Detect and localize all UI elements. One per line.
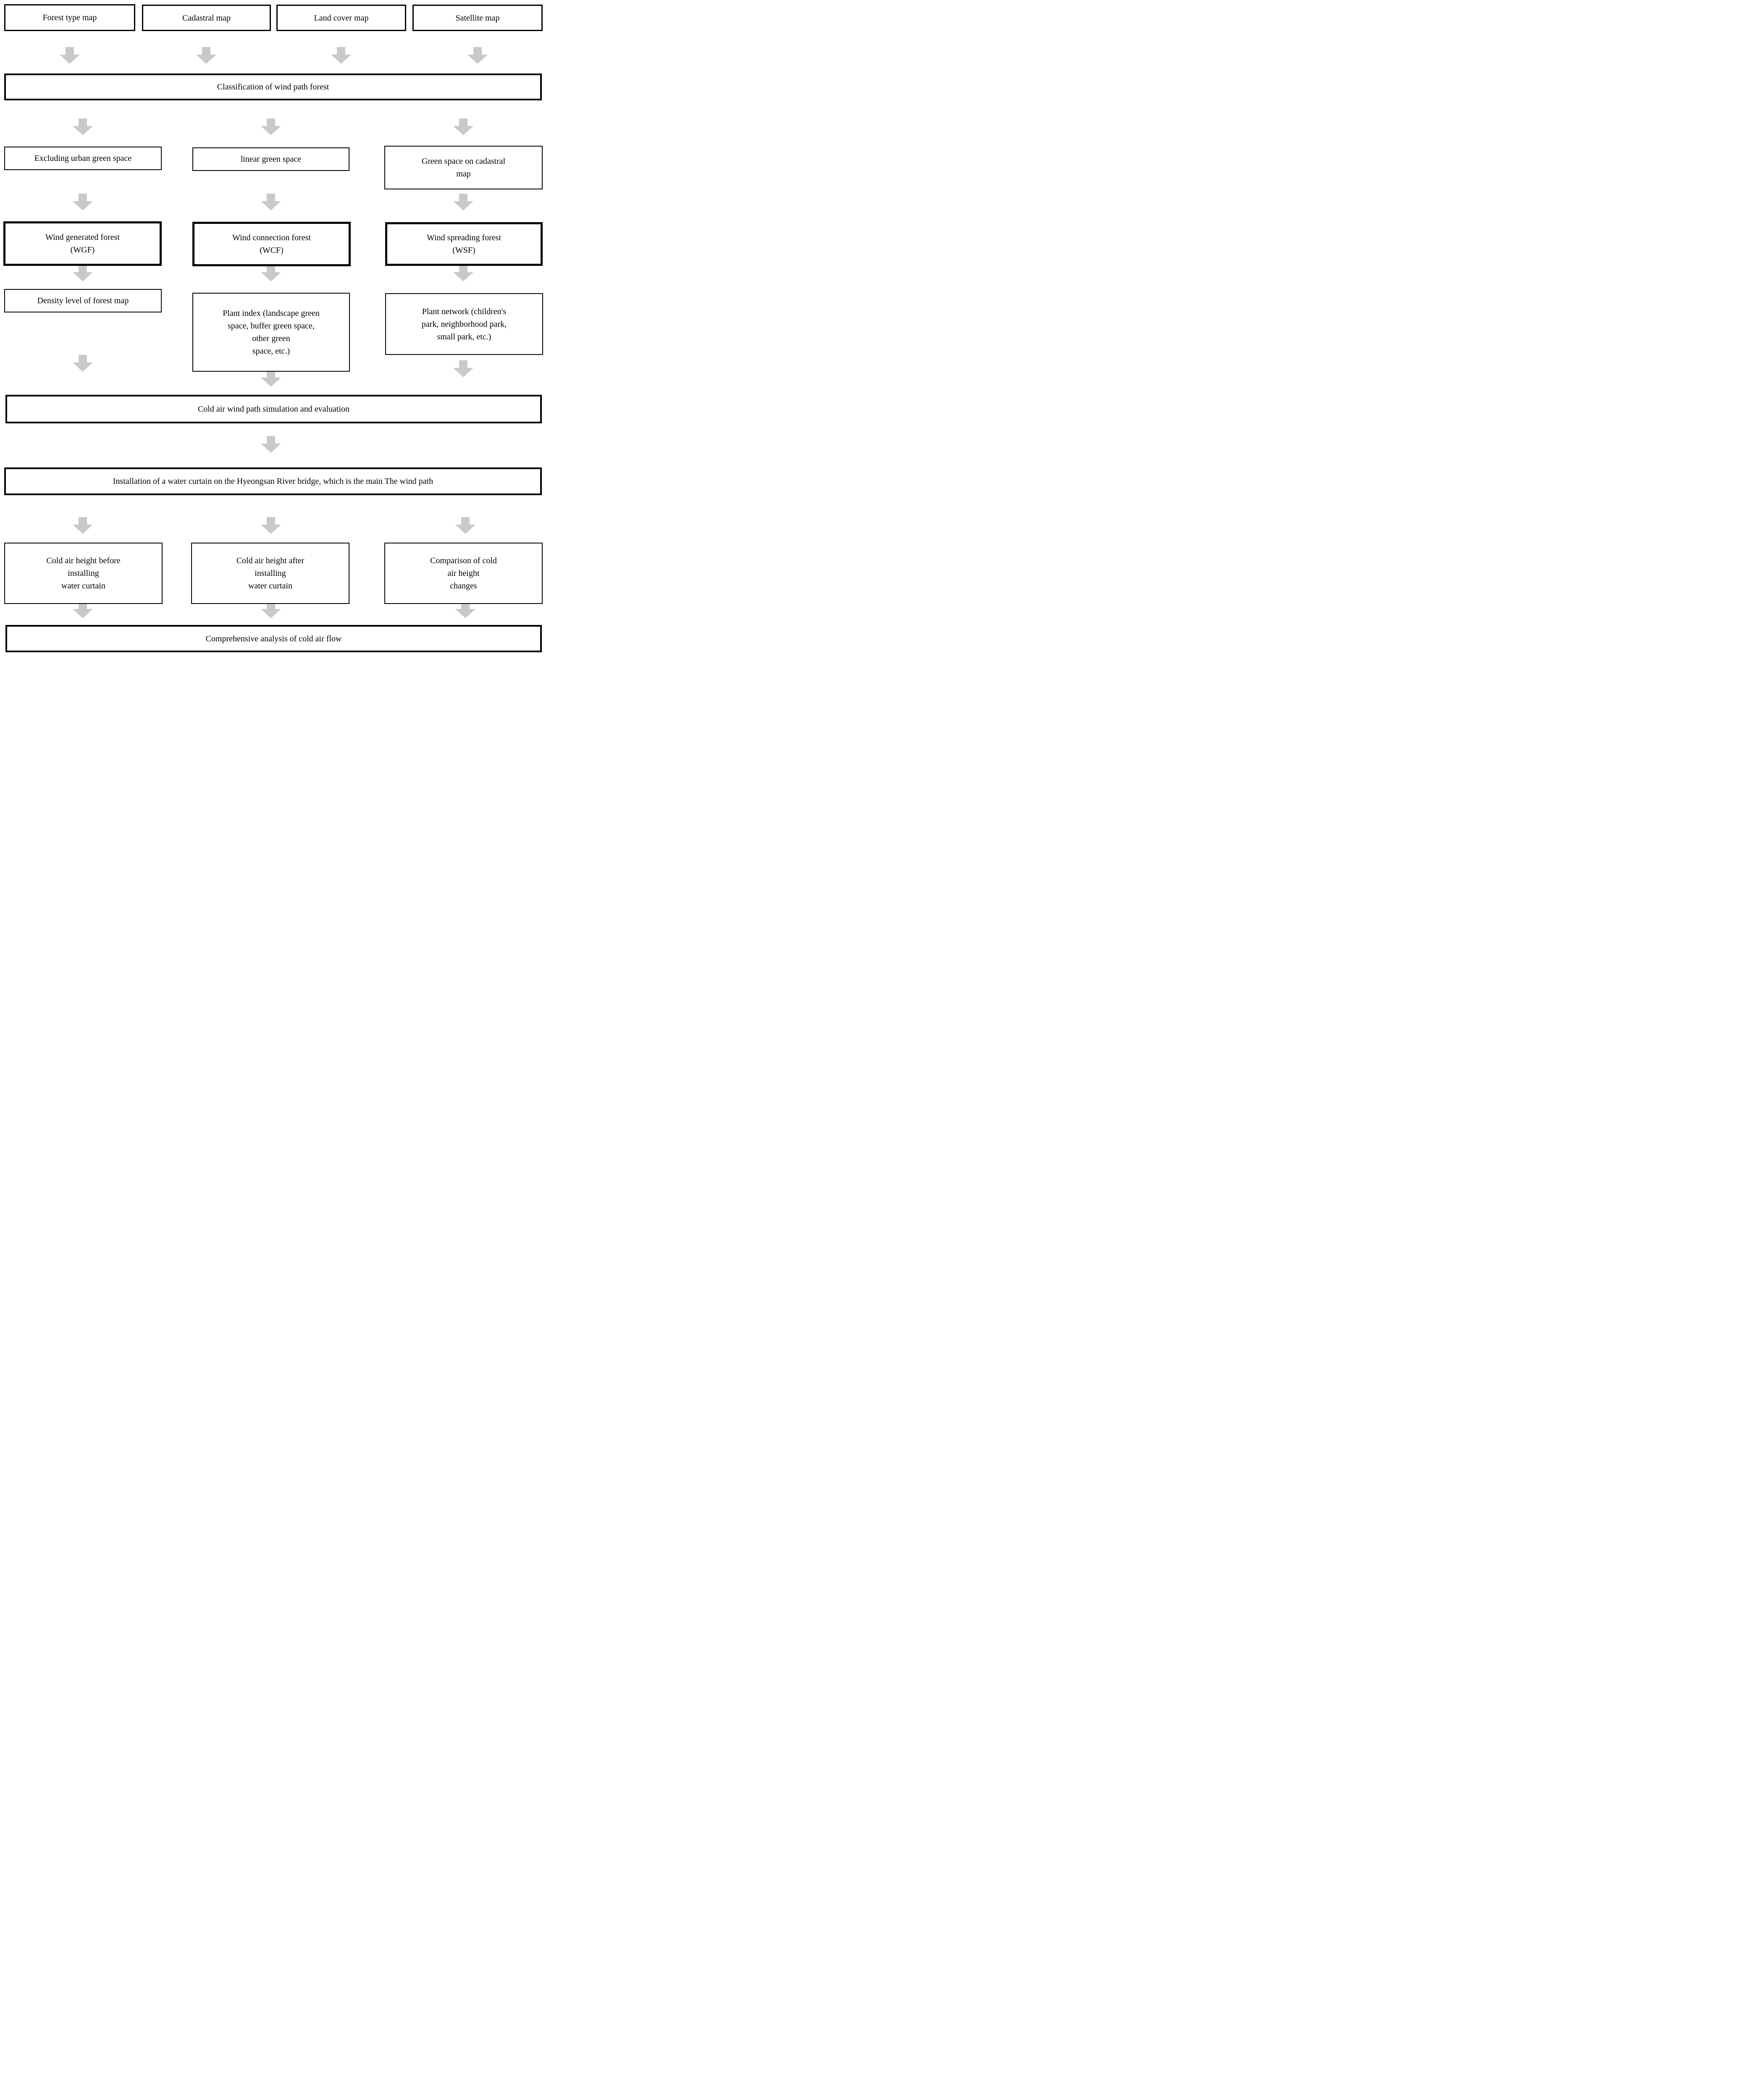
node-label: Density level of forest map [37,296,129,305]
down-arrow-icon [261,265,281,281]
node-wind-spreading-forest: Wind spreading forest (WSF) [385,222,543,266]
node-excluding-urban-green-space: Excluding urban green space [4,147,162,170]
node-label: Classification of wind path forest [217,82,329,92]
node-cold-air-simulation: Cold air wind path simulation and evalua… [5,395,542,423]
node-classification: Classification of wind path forest [4,74,542,100]
node-plant-network: Plant network (children's park, neighbor… [385,293,543,355]
node-label: Excluding urban green space [34,154,132,163]
flowchart: Forest type map Cadastral map Land cover… [0,0,544,654]
down-arrow-icon [467,47,488,64]
down-arrow-icon [453,194,473,210]
down-arrow-icon [261,370,281,387]
node-comprehensive-analysis: Comprehensive analysis of cold air flow [5,625,542,652]
node-label: Satellite map [455,13,500,23]
node-label: Installation of a water curtain on the H… [113,477,433,486]
node-water-curtain-installation: Installation of a water curtain on the H… [4,467,542,495]
down-arrow-icon [73,118,93,135]
down-arrow-icon [73,194,93,210]
node-label: Cadastral map [182,13,231,23]
node-label: Cold air wind path simulation and evalua… [197,404,350,414]
node-label: Land cover map [314,13,369,23]
down-arrow-icon [261,517,281,534]
down-arrow-icon [73,601,93,618]
node-label: Plant network (children's park, neighbor… [421,307,507,341]
down-arrow-icon [261,118,281,135]
node-label: linear green space [240,155,302,164]
node-label: Wind connection forest (WCF) [232,233,311,255]
node-label: Cold air height before installing water … [46,556,121,591]
down-arrow-icon [196,47,216,64]
node-density-level-forest-map: Density level of forest map [4,289,162,312]
down-arrow-icon [261,601,281,618]
node-cold-air-height-after: Cold air height after installing water c… [191,543,349,604]
node-linear-green-space: linear green space [192,147,349,171]
node-wind-connection-forest: Wind connection forest (WCF) [192,222,351,266]
node-cadastral-map: Cadastral map [142,5,271,31]
down-arrow-icon [453,360,473,377]
node-wind-generated-forest: Wind generated forest (WGF) [3,221,162,266]
down-arrow-icon [73,355,93,372]
node-cold-air-height-before: Cold air height before installing water … [4,543,163,604]
node-label: Comparison of cold air height changes [430,556,497,591]
node-label: Wind generated forest (WGF) [45,233,120,255]
node-land-cover-map: Land cover map [276,5,406,31]
node-label: Plant index (landscape green space, buff… [223,309,320,356]
down-arrow-icon [453,118,473,135]
down-arrow-icon [261,194,281,210]
node-label: Comprehensive analysis of cold air flow [205,634,342,643]
down-arrow-icon [455,517,475,534]
down-arrow-icon [331,47,351,64]
down-arrow-icon [73,517,93,534]
node-label: Wind spreading forest (WSF) [427,233,501,255]
node-label: Cold air height after installing water c… [236,556,305,591]
node-comparison-cold-air-height: Comparison of cold air height changes [384,543,543,604]
node-forest-type-map: Forest type map [4,4,135,31]
node-label: Green space on cadastral map [421,157,506,178]
down-arrow-icon [453,265,473,281]
node-satellite-map: Satellite map [412,5,543,31]
down-arrow-icon [261,436,281,453]
node-plant-index: Plant index (landscape green space, buff… [192,293,350,372]
node-label: Forest type map [42,13,97,22]
node-green-space-on-cadastral-map: Green space on cadastral map [384,146,543,189]
down-arrow-icon [455,601,475,618]
down-arrow-icon [60,47,80,64]
down-arrow-icon [73,265,93,281]
